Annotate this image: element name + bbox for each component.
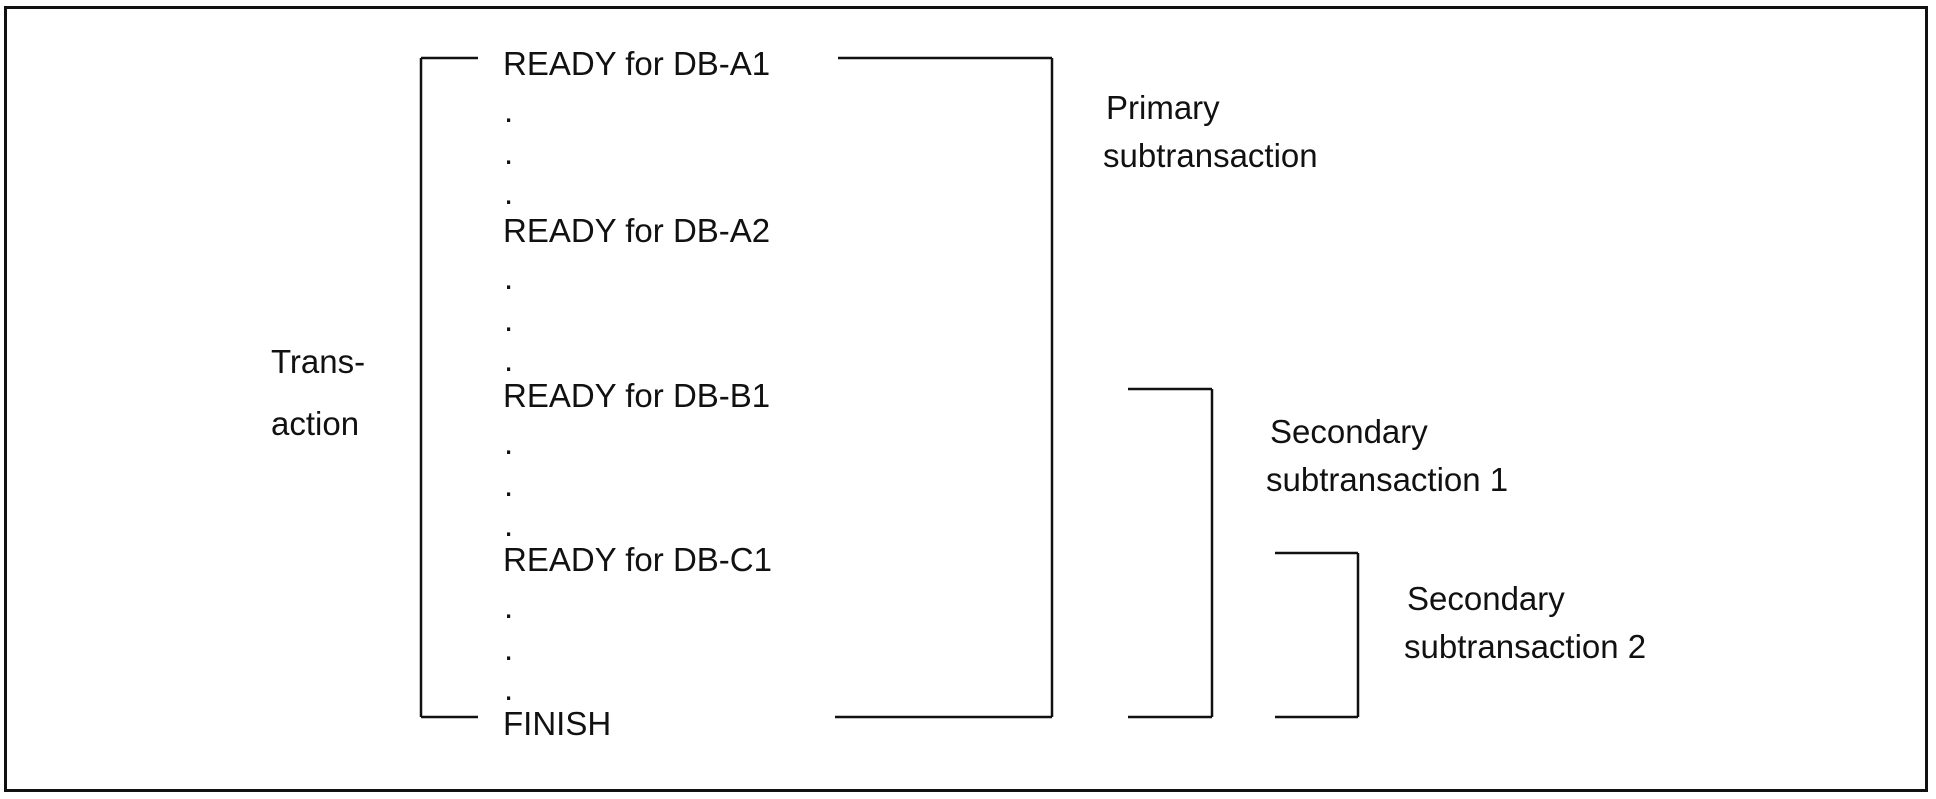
ellipsis-dot: .	[504, 92, 514, 129]
ellipsis-dot: .	[504, 259, 514, 296]
ellipsis-dot: .	[504, 506, 514, 543]
transaction-bracket	[419, 56, 478, 719]
ellipsis-dot: .	[504, 588, 514, 625]
ellipsis-dot: .	[504, 341, 514, 378]
statement-ready-db-c1: READY for DB-C1	[503, 541, 772, 578]
ellipsis-dot: .	[504, 424, 514, 461]
secondary-subtransaction-2-label-line2: subtransaction 2	[1404, 628, 1647, 665]
primary-subtransaction-bracket	[835, 56, 1054, 719]
ellipsis-dot: .	[504, 670, 514, 707]
ellipsis-dot: .	[504, 174, 514, 211]
secondary-subtransaction-1-label-line1: Secondary	[1270, 413, 1428, 450]
secondary-subtransaction-1-label-line2: subtransaction 1	[1266, 461, 1509, 498]
ellipsis-dot: .	[504, 630, 514, 667]
statement-ready-db-b1: READY for DB-B1	[503, 377, 771, 414]
primary-subtransaction-label-line1: Primary	[1106, 89, 1220, 126]
secondary-subtransaction-2-bracket	[1275, 551, 1360, 719]
statement-ready-db-a2: READY for DB-A2	[503, 212, 771, 249]
primary-subtransaction-label-line2: subtransaction	[1103, 137, 1318, 174]
secondary-subtransaction-2-label-line1: Secondary	[1407, 580, 1565, 617]
ellipsis-dot: .	[504, 134, 514, 171]
ellipsis-dot: .	[504, 466, 514, 503]
transaction-label-line2: action	[271, 405, 360, 442]
diagram-frame	[4, 6, 1928, 792]
transaction-label-line1: Trans-	[271, 343, 366, 380]
statement-ready-db-a1: READY for DB-A1	[503, 45, 771, 82]
ellipsis-dot: .	[504, 301, 514, 338]
statement-finish: FINISH	[503, 705, 612, 742]
secondary-subtransaction-1-bracket	[1128, 387, 1214, 719]
